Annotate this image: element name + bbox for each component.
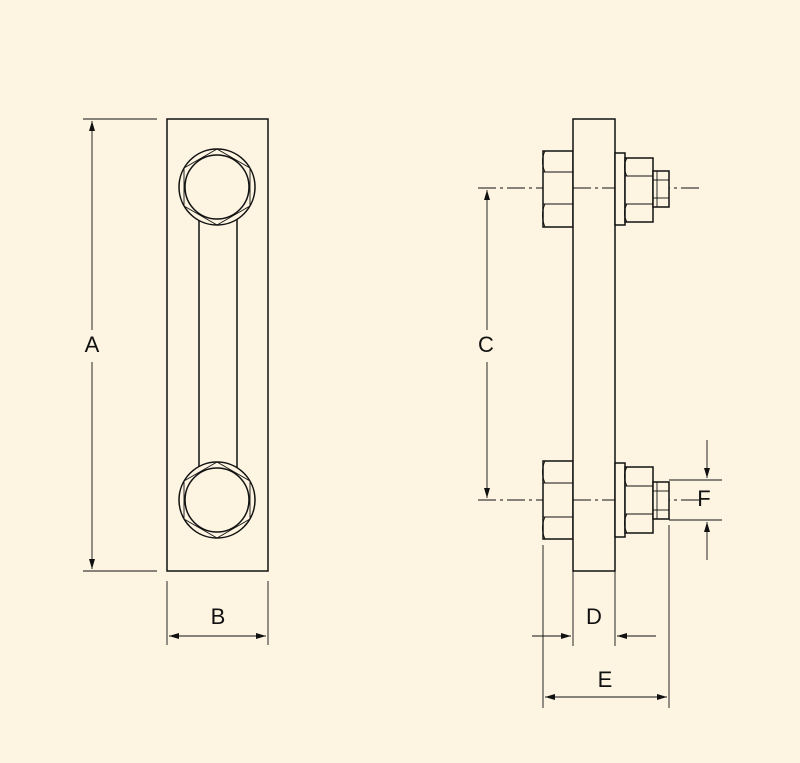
dimension-b-label: B	[211, 604, 226, 629]
front-bottom-bolt	[178, 461, 256, 539]
dimension-c: C	[478, 190, 494, 498]
side-top-hex-head	[542, 150, 574, 228]
side-plate	[572, 118, 616, 572]
front-view: A B	[83, 118, 269, 645]
front-tube	[198, 209, 238, 483]
front-plate-outline	[166, 118, 269, 572]
dimension-f: F	[669, 440, 722, 560]
front-top-bolt	[178, 148, 256, 226]
dimension-f-label: F	[697, 486, 710, 511]
dimension-b: B	[166, 581, 269, 645]
side-top-nut	[614, 152, 670, 226]
dimension-a-label: A	[85, 332, 100, 357]
dimension-c-label: C	[478, 332, 494, 357]
dimension-d: D	[532, 571, 656, 646]
dimension-e-label: E	[598, 667, 613, 692]
dimension-e: E	[542, 525, 670, 708]
dimension-d-label: D	[586, 604, 602, 629]
dimension-a: A	[83, 118, 157, 572]
side-view: C F D E	[478, 118, 722, 708]
side-bottom-hex-head	[542, 460, 574, 540]
side-bottom-nut	[614, 462, 670, 538]
